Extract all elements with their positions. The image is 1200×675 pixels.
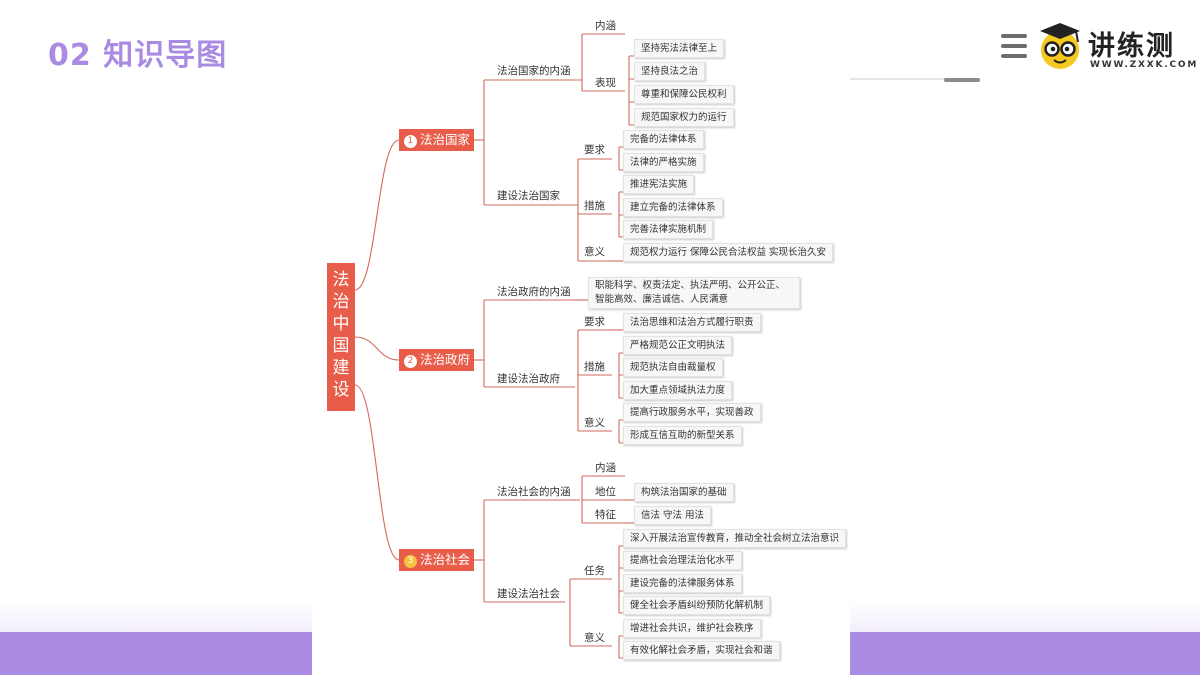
number-badge: 3 [404, 555, 417, 568]
leaf-item: 完备的法律体系 [623, 130, 704, 149]
leaf-item: 建设完备的法律服务体系 [623, 574, 742, 593]
leaf-item: 推进宪法实施 [623, 175, 695, 194]
node-cuoshi: 措施 [584, 361, 605, 373]
leaf-item: 提高行政服务水平，实现善政 [623, 403, 761, 422]
leaf-item: 加大重点领域执法力度 [623, 381, 733, 400]
leaf-item: 严格规范公正文明执法 [623, 336, 733, 355]
leaf-item: 规范执法自由裁量权 [623, 358, 723, 377]
node-tezheng: 特征 [595, 509, 616, 521]
slide-progress-thumb [944, 78, 980, 82]
node-zhengfu-neihan: 法治政府的内涵 [497, 286, 571, 298]
node-jianshe-zhengfu: 建设法治政府 [497, 373, 560, 385]
node-yiyi: 意义 [584, 246, 605, 258]
node-yaoqiu: 要求 [584, 144, 605, 156]
node-jianshe-guojia: 建设法治国家 [497, 190, 560, 202]
page-title: 02 知识导图 [48, 38, 228, 73]
node-cuoshi: 措施 [584, 200, 605, 212]
number-badge: 2 [404, 355, 417, 368]
brand-url: WWW.ZXXK.COM [1090, 60, 1199, 70]
node-renwu: 任务 [584, 565, 605, 577]
leaf-item: 法治思维和法治方式履行职责 [623, 313, 761, 332]
branch-label: 法治政府 [420, 352, 471, 367]
number-badge: 1 [404, 135, 417, 148]
menu-icon[interactable] [1001, 34, 1027, 60]
node-biaoxian: 表现 [595, 77, 616, 89]
leaf-item: 规范国家权力的运行 [634, 108, 734, 127]
leaf-item: 规范权力运行 保障公民合法权益 实现长治久安 [623, 243, 834, 262]
leaf-item: 深入开展法治宣传教育，推动全社会树立法治意识 [623, 529, 847, 548]
node-neihan: 内涵 [595, 462, 616, 474]
node-yiyi: 意义 [584, 417, 605, 429]
node-neihan: 内涵 [595, 20, 616, 32]
leaf-item: 提高社会治理法治化水平 [623, 551, 742, 570]
slide-progress-track [850, 78, 978, 80]
node-yiyi: 意义 [584, 632, 605, 644]
mindmap-root: 法治中国建设 [327, 263, 355, 411]
leaf-item: 信法 守法 用法 [634, 506, 712, 525]
leaf-item: 尊重和保障公民权利 [634, 85, 734, 104]
brand-name: 讲练测 [1088, 31, 1175, 62]
leaf-item: 形成互信互助的新型关系 [623, 426, 742, 445]
leaf-item: 法律的严格实施 [623, 153, 704, 172]
leaf-item: 构筑法治国家的基础 [634, 483, 734, 502]
owl-logo-icon [1040, 23, 1080, 69]
node-shehui-neihan: 法治社会的内涵 [497, 486, 571, 498]
leaf-item: 坚持良法之治 [634, 62, 706, 81]
leaf-item: 增进社会共识，维护社会秩序 [623, 619, 761, 638]
node-guojia-neihan: 法治国家的内涵 [497, 65, 571, 77]
branch-label: 法治社会 [420, 552, 471, 567]
leaf-item: 健全社会矛盾纠纷预防化解机制 [623, 596, 771, 615]
leaf-item: 完善法律实施机制 [623, 220, 714, 239]
node-diwei: 地位 [595, 486, 616, 498]
root-label: 法治中国建设 [332, 270, 350, 400]
leaf-item: 坚持宪法法律至上 [634, 39, 725, 58]
node-yaoqiu: 要求 [584, 316, 605, 328]
leaf-item: 职能科学、权责法定、执法严明、公开公正、智能高效、廉洁诚信、人民满意 [588, 277, 800, 309]
leaf-item: 有效化解社会矛盾，实现社会和谐 [623, 641, 780, 660]
node-jianshe-shehui: 建设法治社会 [497, 588, 560, 600]
branch-label: 法治国家 [420, 132, 471, 147]
leaf-item: 建立完备的法律体系 [623, 198, 723, 217]
